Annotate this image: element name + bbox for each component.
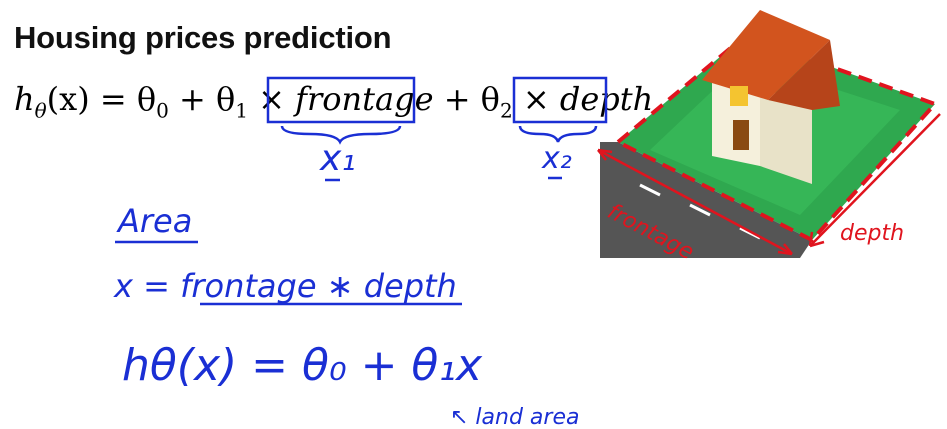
house-roof bbox=[702, 10, 830, 100]
frontage-brace bbox=[280, 125, 402, 145]
frontage-arrow bbox=[597, 148, 793, 256]
formula-h: h bbox=[14, 80, 35, 118]
feature-frontage: frontage bbox=[295, 80, 434, 118]
formula-plus2: + bbox=[433, 80, 481, 118]
depth-arrow-head bbox=[808, 231, 825, 248]
frontage-arrow-head bbox=[597, 148, 793, 256]
house-illustration bbox=[600, 10, 939, 258]
road-marking bbox=[639, 183, 661, 197]
formula-theta0: θ bbox=[136, 80, 157, 118]
formula-theta1-sub: 1 bbox=[235, 98, 248, 123]
formula-plus1: + bbox=[168, 80, 216, 118]
formula-times2: × bbox=[512, 80, 560, 118]
depth-highlight-box bbox=[512, 76, 608, 124]
road-marking bbox=[689, 203, 711, 217]
depth-arrow bbox=[809, 113, 941, 247]
lot-boundary bbox=[614, 33, 939, 243]
x2-label: x₂ bbox=[541, 141, 572, 176]
formula-times1: × bbox=[247, 80, 296, 118]
formula-lhs-arg: (x) = bbox=[46, 80, 137, 118]
formula-theta2-sub: 2 bbox=[499, 98, 513, 123]
x1-label: x₁ bbox=[319, 138, 356, 179]
hypothesis-formula: hθ(x) = θ0 + θ1 × frontage + θ2 × depth bbox=[14, 80, 653, 122]
depth-brace bbox=[518, 125, 598, 143]
land-area-note: ↖ land area bbox=[450, 405, 579, 429]
area-heading: Area bbox=[116, 202, 192, 240]
area-definition: x = frontage ∗ depth bbox=[113, 267, 457, 305]
house-side-wall bbox=[760, 88, 812, 184]
slide-title: Housing prices prediction bbox=[14, 20, 392, 55]
new-hypothesis: hθ(x) = θ₀ + θ₁x bbox=[122, 340, 483, 391]
house-door bbox=[733, 120, 749, 150]
formula-theta1: θ bbox=[215, 80, 236, 118]
frontage-highlight-box bbox=[266, 76, 416, 124]
road bbox=[600, 142, 812, 258]
formula-theta2: θ bbox=[480, 80, 500, 118]
house-window bbox=[730, 86, 748, 106]
formula-h-sub: θ bbox=[34, 98, 47, 123]
formula-theta0-sub: 0 bbox=[156, 98, 169, 123]
depth-label: depth bbox=[840, 221, 904, 246]
house-roof-side bbox=[768, 40, 840, 110]
